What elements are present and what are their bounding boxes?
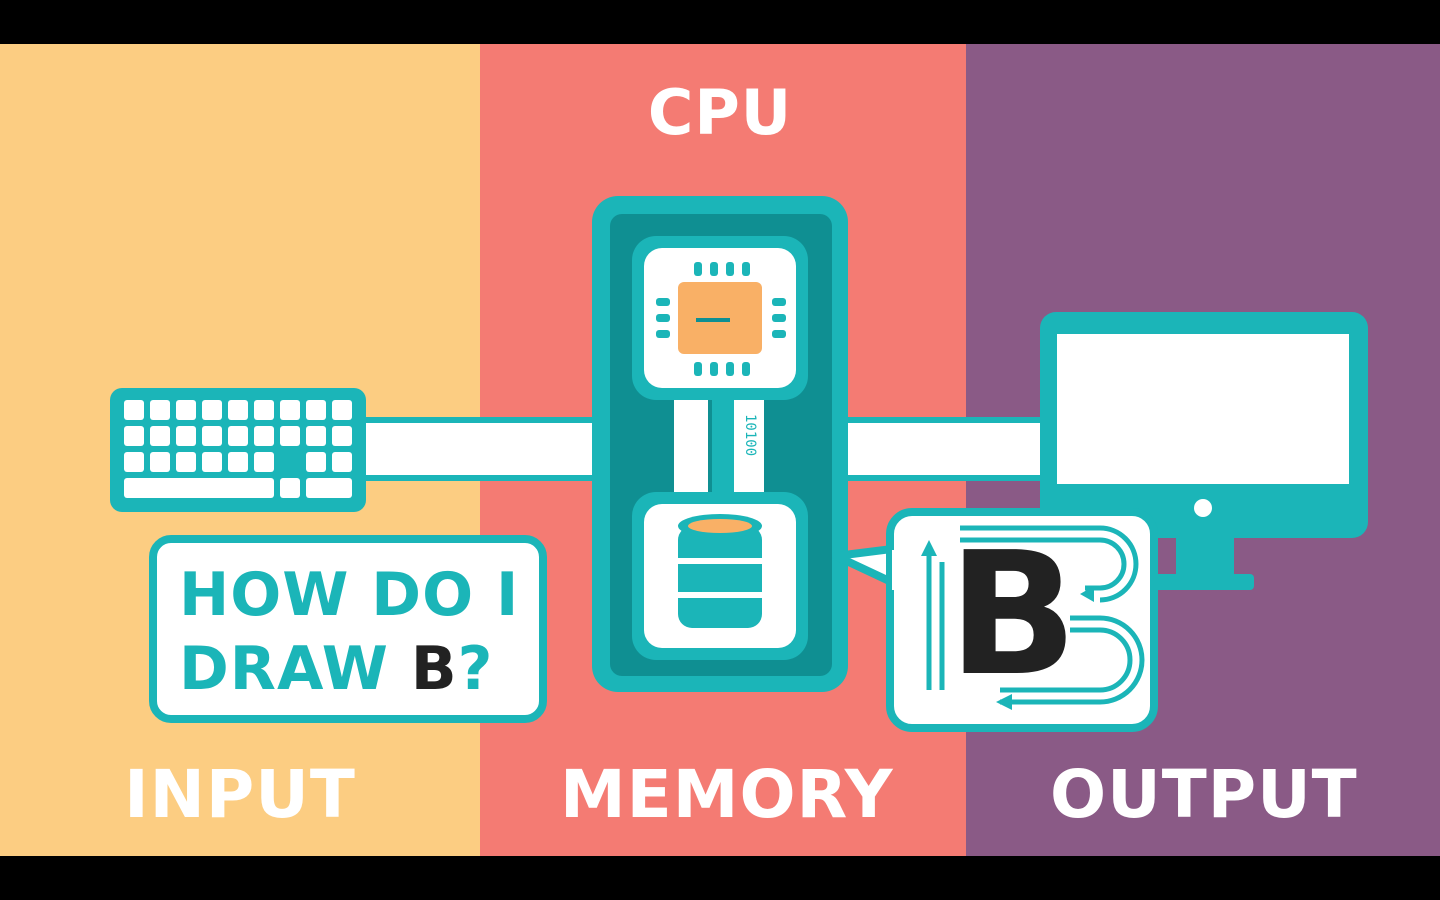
binary-stream: 10100: [742, 414, 758, 457]
cpu-pin: [710, 262, 718, 276]
question-line-2: DRAW B?: [179, 639, 493, 699]
keyboard-key: [332, 452, 352, 472]
cpu-pin: [694, 362, 702, 376]
question-mark: ?: [457, 634, 494, 704]
keyboard-key: [280, 426, 300, 446]
question-bubble: HOW DO I DRAW B?: [149, 535, 547, 723]
keyboard-key: [306, 452, 326, 472]
input-connector: [357, 417, 613, 481]
keyboard-key: [124, 478, 274, 498]
cpu-pin: [656, 314, 670, 322]
keyboard-key: [254, 452, 274, 472]
keyboard-key: [176, 400, 196, 420]
keyboard-key: [150, 452, 170, 472]
cpu-pin: [742, 262, 750, 276]
keyboard-key: [176, 452, 196, 472]
question-line-1: HOW DO I: [179, 560, 520, 630]
cpu-pin: [772, 298, 786, 306]
output-letter: B: [948, 516, 1078, 714]
database-icon: [632, 492, 808, 660]
monitor-icon: [1040, 312, 1368, 590]
keyboard-key: [254, 426, 274, 446]
question-line-2-prefix: DRAW: [179, 634, 411, 704]
keyboard-key: [228, 452, 248, 472]
cpu-pin: [726, 262, 734, 276]
cpu-pin: [656, 298, 670, 306]
keyboard-key: [228, 426, 248, 446]
keyboard-key: [150, 426, 170, 446]
cpu-label: CPU: [647, 76, 793, 149]
cpu-pin: [726, 362, 734, 376]
keyboard-key: [124, 400, 144, 420]
instruction-bubble: [832, 508, 1158, 732]
memory-label: MEMORY: [560, 756, 894, 833]
keyboard-key: [332, 426, 352, 446]
keyboard-key: [280, 400, 300, 420]
keyboard-key: [124, 426, 144, 446]
output-connector: [837, 417, 1053, 481]
cpu-pin: [694, 262, 702, 276]
output-label: OUTPUT: [1050, 756, 1358, 833]
keyboard-key: [306, 426, 326, 446]
cpu-pin: [772, 330, 786, 338]
cpu-chip-icon: [632, 236, 808, 400]
keyboard-key: [202, 452, 222, 472]
keyboard-key: [306, 400, 326, 420]
cpu-pin: [772, 314, 786, 322]
keyboard-key: [202, 400, 222, 420]
keyboard-key: [332, 400, 352, 420]
question-letter: B: [410, 634, 458, 704]
keyboard-key: [306, 478, 352, 498]
cpu-pin: [710, 362, 718, 376]
keyboard-key: [124, 452, 144, 472]
keyboard-key: [228, 400, 248, 420]
keyboard-key: [150, 400, 170, 420]
keyboard-key: [254, 400, 274, 420]
input-label: INPUT: [124, 756, 356, 833]
keyboard-key: [280, 478, 300, 498]
keyboard-icon: [110, 388, 366, 512]
cpu-pin: [656, 330, 670, 338]
keyboard-key: [202, 426, 222, 446]
cpu-pin: [742, 362, 750, 376]
drawing-arrows: [926, 525, 1145, 705]
keyboard-key: [176, 426, 196, 446]
